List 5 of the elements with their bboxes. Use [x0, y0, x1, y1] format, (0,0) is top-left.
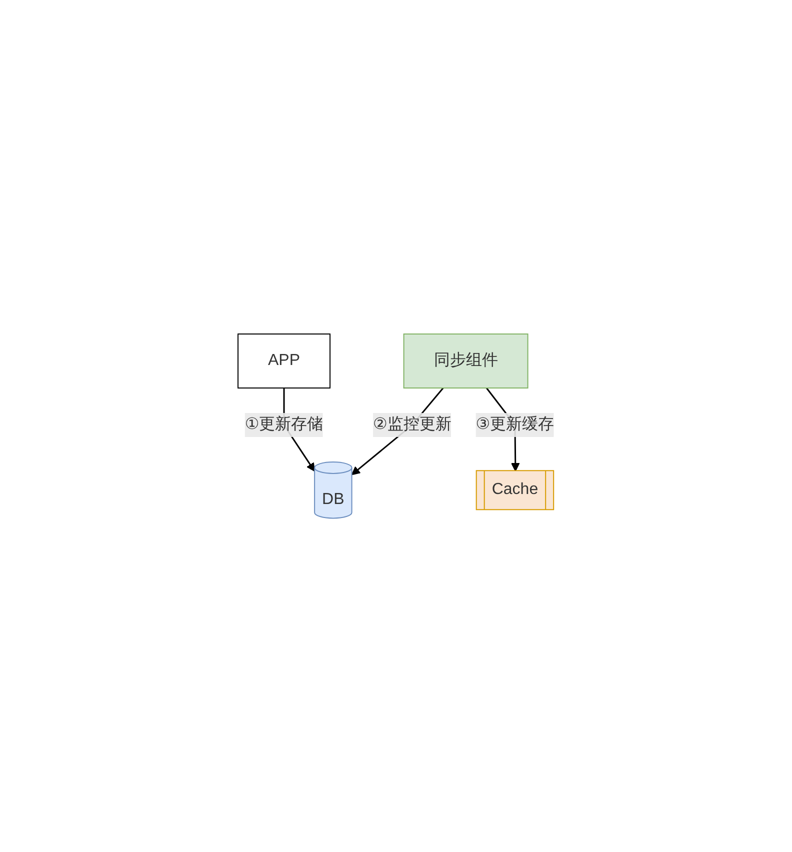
node-box: APP — [237, 333, 330, 388]
edge-label: ②监控更新 — [372, 416, 452, 433]
edge-label: ③更新缓存 — [476, 416, 554, 433]
edge-label: ①更新存储 — [244, 416, 324, 433]
node-box: 同步组件 — [403, 333, 528, 388]
